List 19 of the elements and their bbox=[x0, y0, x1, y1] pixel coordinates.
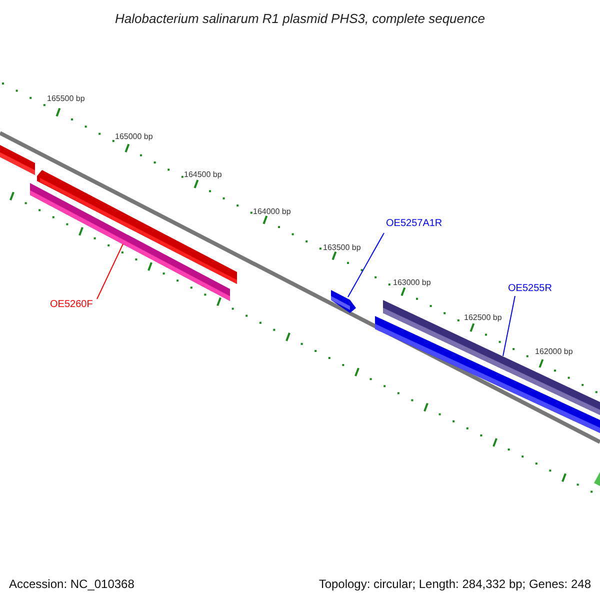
gene-arrow bbox=[383, 300, 600, 415]
position-label: 162500 bp bbox=[464, 313, 502, 323]
gene-label: OE5255R bbox=[508, 283, 552, 295]
gene-label: OE5257A1R bbox=[386, 218, 442, 230]
gene-arrow bbox=[30, 183, 230, 301]
gene-arrow bbox=[331, 290, 356, 313]
position-label: 164000 bp bbox=[253, 207, 291, 217]
leader-line bbox=[348, 232, 384, 298]
accession-text: Accession: NC_010368 bbox=[9, 576, 134, 593]
position-label: 162000 bp bbox=[535, 347, 573, 357]
position-label: 163000 bp bbox=[393, 278, 431, 288]
sequence-info-text: Topology: circular; Length: 284,332 bp; Genes: 248 bbox=[318, 576, 591, 593]
leader-line bbox=[502, 296, 516, 356]
position-label: 165500 bp bbox=[47, 94, 85, 104]
position-label: 163500 bp bbox=[323, 243, 361, 253]
position-label: 165000 bp bbox=[115, 132, 153, 142]
title: Halobacterium salinarum R1 plasmid PHS3, complete sequence bbox=[114, 10, 486, 28]
gene-label: OE5260F bbox=[50, 299, 93, 311]
leader-line bbox=[96, 244, 124, 300]
